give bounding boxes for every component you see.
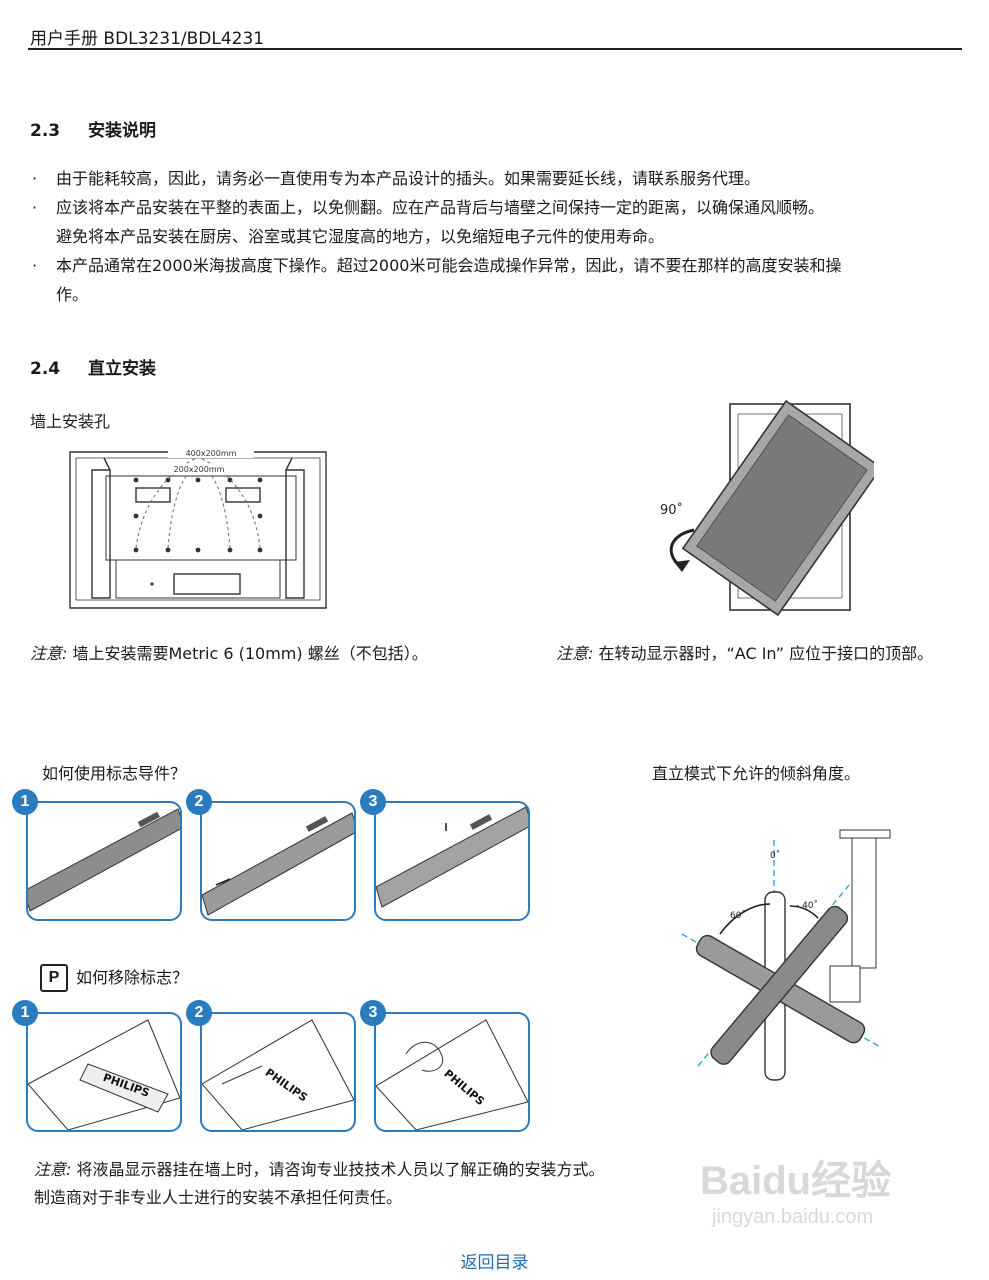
note-screws: 注意: 墙上安装需要Metric 6 (10mm) 螺丝（不包括）。	[30, 644, 428, 663]
bullet-item: ·由于能耗较高，因此，请务必一直使用专为本产品设计的插头。如果需要延长线，请联系…	[32, 169, 761, 188]
logo-guide-step-3	[374, 801, 530, 921]
step-number-badge: 1	[12, 789, 38, 815]
logo-remove-step-2: PHILIPS	[200, 1012, 356, 1132]
tilt-angle-diagram: 0˚ 60˚ - 40˚	[681, 829, 891, 1081]
bullet-item: ·应该将本产品安装在平整的表面上，以免侧翻。应在产品背后与墙壁之间保持一定的距离…	[32, 198, 825, 217]
logo-remove-title: 如何移除标志？	[76, 968, 189, 987]
bottom-note-line-1: 注意: 将液晶显示器挂在墙上时，请咨询专业技技术人员以了解正确的安装方式。	[34, 1160, 605, 1179]
bottom-note-line-2: 制造商对于非专业人士进行的安装不承担任何责任。	[34, 1188, 403, 1207]
tilt-right-label: - 40˚	[796, 900, 818, 911]
logo-remove-step-1: PHILIPS	[26, 1012, 182, 1132]
bullet-item: ·本产品通常在2000米海拔高度下操作。超过2000米可能会造成操作异常，因此，…	[32, 256, 842, 275]
section-title: 安装说明	[88, 121, 156, 141]
baidu-watermark-url: jingyan.baidu.com	[712, 1206, 874, 1228]
wall-holes-label: 墙上安装孔	[30, 412, 111, 431]
tilt-zero-label: 0˚	[770, 850, 780, 861]
section-2-4-heading: 2.4 直立安装	[30, 354, 156, 379]
dimension-outer-label: 400x200mm	[186, 449, 237, 458]
section-2-3-heading: 2.3 安装说明	[30, 116, 156, 141]
step-number-badge: 2	[186, 1000, 212, 1026]
tilt-angles-title: 直立模式下允许的倾斜角度。	[652, 764, 861, 783]
section-number: 2.4	[30, 359, 61, 379]
note-ac-in: 注意: 在转动显示器时，“AC In” 应位于接口的顶部。	[556, 644, 934, 663]
step-number-badge: 2	[186, 789, 212, 815]
step-number-badge: 3	[360, 1000, 386, 1026]
logo-guide-step-2	[200, 801, 356, 921]
monitor-rear-diagram: 400x200mm 200x200mm	[69, 448, 327, 609]
tilt-left-label: 60˚	[730, 910, 746, 921]
dimension-inner-label: 200x200mm	[174, 465, 225, 474]
philips-logo-icon: P	[40, 964, 68, 992]
rotation-angle-label: 90˚	[660, 502, 683, 518]
bullet-continuation: 避免将本产品安装在厨房、浴室或其它湿度高的地方，以免缩短电子元件的使用寿命。	[56, 227, 665, 246]
step-number-badge: 1	[12, 1000, 38, 1026]
logo-remove-step-3: PHILIPS	[374, 1012, 530, 1132]
bullet-continuation: 作。	[56, 285, 89, 304]
rotation-diagram: 90˚	[660, 399, 874, 617]
header-divider	[28, 48, 962, 50]
logo-guide-step-1	[26, 801, 182, 921]
baidu-watermark-logo: Baidu经验	[700, 1159, 892, 1203]
document-header: 用户手册 BDL3231/BDL4231	[30, 29, 265, 49]
section-number: 2.3	[30, 121, 61, 141]
back-to-contents-link[interactable]: 返回目录	[460, 1253, 529, 1273]
step-number-badge: 3	[360, 789, 386, 815]
logo-guide-title: 如何使用标志导件？	[42, 764, 187, 783]
section-title: 直立安装	[88, 359, 156, 379]
